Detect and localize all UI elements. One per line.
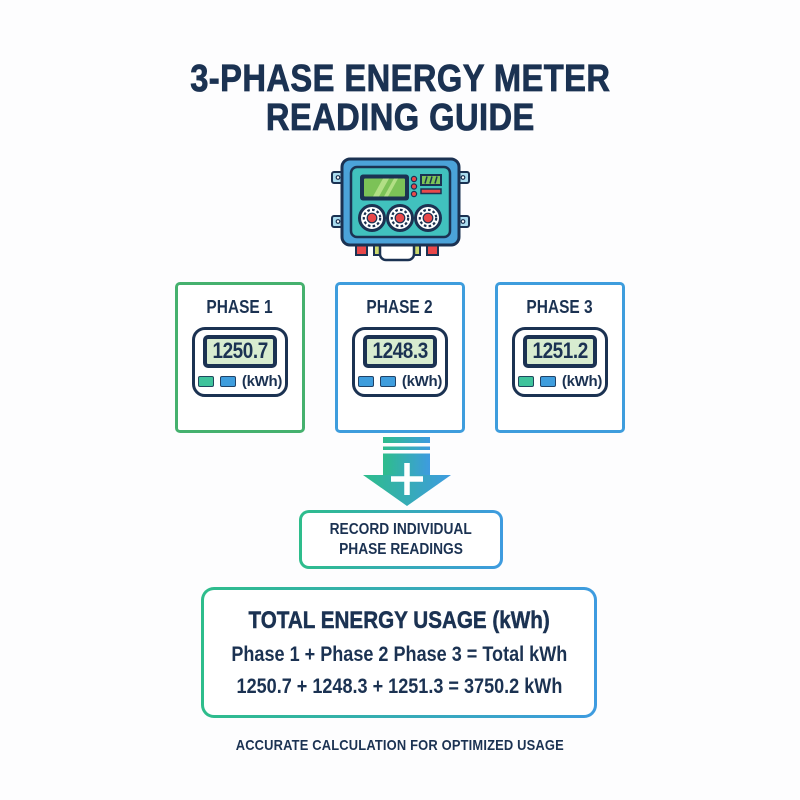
page-title: 3-PHASE ENERGY METER READING GUIDE xyxy=(0,58,800,139)
lcd-screen: 1250.7 xyxy=(203,334,277,368)
total-calculation: 1250.7 + 1248.3 + 1251.3 = 3750.2 kWh xyxy=(236,674,562,698)
total-usage-box: TOTAL ENERGY USAGE (kWh) Phase 1 + Phase… xyxy=(201,587,597,718)
meter-display: 1248.3 (kWh) xyxy=(352,327,448,397)
lcd-screen: 1251.2 xyxy=(523,334,597,368)
lcd-screen: 1248.3 xyxy=(363,334,437,368)
meter-wire-bracket xyxy=(378,246,416,262)
unit-label: (kWh) xyxy=(241,372,283,390)
indicator-led-icon xyxy=(379,375,396,387)
phase-3-card: PHASE 3 1251.2 (kWh) xyxy=(495,282,625,433)
three-phase-energy-meter-icon xyxy=(331,157,470,262)
plus-icon xyxy=(391,463,423,495)
record-line1: RECORD INDIVIDUAL xyxy=(329,520,473,538)
footer-caption-text: ACCURATE CALCULATION FOR OPTIMIZED USAGE xyxy=(235,737,565,754)
record-instruction-box: RECORD INDIVIDUAL PHASE READINGS xyxy=(299,510,503,569)
unit-label: (kWh) xyxy=(561,372,603,390)
indicator-led-icon xyxy=(219,375,236,387)
title-line2: READING GUIDE xyxy=(265,97,535,139)
meter-screen xyxy=(360,174,409,201)
phase-reading: 1248.3 xyxy=(372,338,428,363)
phase-label: PHASE 2 xyxy=(366,297,434,317)
footer-caption: ACCURATE CALCULATION FOR OPTIMIZED USAGE xyxy=(0,737,800,754)
meter-mini-display xyxy=(420,174,442,195)
total-title: TOTAL ENERGY USAGE (kWh) xyxy=(248,606,550,634)
unit-label: (kWh) xyxy=(401,372,443,390)
meter-display: 1251.2 (kWh) xyxy=(512,327,608,397)
down-arrow-with-plus-icon xyxy=(363,437,451,506)
record-line2: PHASE READINGS xyxy=(339,540,463,558)
phase-reading: 1251.2 xyxy=(532,338,588,363)
phase-label: PHASE 3 xyxy=(526,297,594,317)
phase-1-card: PHASE 1 1250.7 (kWh) xyxy=(175,282,305,433)
total-formula: Phase 1 + Phase 2 Phase 3 = Total kWh xyxy=(231,642,567,666)
title-line1: 3-PHASE ENERGY METER xyxy=(189,58,611,100)
phase-2-card: PHASE 2 1248.3 (kWh) xyxy=(335,282,465,433)
indicator-led-icon xyxy=(357,375,374,387)
indicator-led-icon xyxy=(539,375,556,387)
meter-display: 1250.7 (kWh) xyxy=(192,327,288,397)
phase-reading: 1250.7 xyxy=(212,338,268,363)
meter-indicator-lights xyxy=(410,175,418,198)
phase-label: PHASE 1 xyxy=(206,297,274,317)
meter-dials xyxy=(358,204,442,232)
indicator-led-icon xyxy=(197,375,214,387)
indicator-led-icon xyxy=(517,375,534,387)
